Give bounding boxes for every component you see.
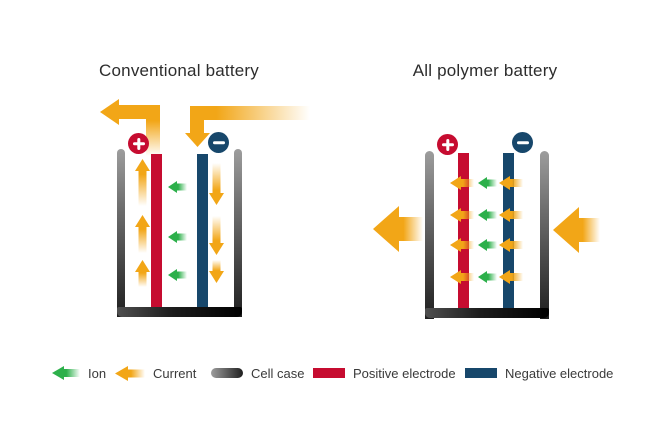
cell-case-bottom — [116, 306, 242, 317]
current-through-arrow-icon — [499, 176, 523, 190]
legend-label: Positive electrode — [353, 365, 456, 381]
ion-arrow-icon — [168, 269, 187, 281]
legend-item-ion: Ion — [52, 365, 106, 381]
legend-item-current: Current — [115, 365, 196, 381]
ion-arrow-icon — [478, 271, 497, 283]
current-down-arrow-icon — [208, 163, 224, 205]
current-through-arrow-icon — [450, 208, 474, 222]
legend-label: Current — [153, 365, 197, 381]
ion-arrow-icon — [478, 239, 497, 251]
positive-electrode-bar — [458, 153, 469, 308]
cell-case-bottom — [425, 307, 549, 318]
positive-terminal-icon — [128, 133, 149, 154]
ion-arrow-icon — [168, 181, 187, 193]
current-out-big-arrow-icon — [373, 206, 423, 252]
cell-case-right-wall — [233, 149, 242, 317]
conventional-battery-title: Conventional battery — [99, 61, 259, 80]
current-through-arrow-icon — [499, 270, 523, 284]
legend-item-cell-case: Cell case — [211, 365, 304, 381]
current-out-arrow-icon — [100, 99, 160, 156]
current-up-arrow-icon — [135, 260, 150, 287]
negative-electrode-bar — [503, 153, 514, 308]
legend-item-negative-electrode: Negative electrode — [465, 365, 613, 381]
current-through-arrow-icon — [450, 176, 474, 190]
ion-arrow-icon — [52, 366, 80, 380]
cell-case-left-wall — [116, 149, 125, 317]
cell-case-left-wall — [425, 150, 434, 319]
current-through-arrow-icon — [450, 270, 474, 284]
current-up-arrow-icon — [135, 159, 150, 206]
all-polymer-battery-title: All polymer battery — [412, 61, 558, 80]
cell-case-swatch — [211, 368, 243, 378]
cell-case-right-wall — [540, 150, 549, 319]
negative-terminal-icon — [208, 132, 229, 153]
legend-item-positive-electrode: Positive electrode — [313, 365, 456, 381]
positive-terminal-icon — [437, 134, 458, 155]
current-in-big-arrow-icon — [553, 207, 600, 253]
current-down-arrow-icon — [208, 260, 224, 283]
negative-terminal-icon — [512, 132, 533, 153]
current-arrow-icon — [115, 365, 145, 381]
positive-electrode-bar — [151, 154, 162, 307]
negative-electrode-swatch — [465, 368, 497, 378]
ion-arrow-icon — [478, 209, 497, 221]
ion-arrow-icon — [478, 177, 497, 189]
current-through-arrow-icon — [499, 238, 523, 252]
legend-label: Ion — [88, 365, 107, 381]
current-up-arrow-icon — [135, 215, 150, 253]
positive-electrode-swatch — [313, 368, 345, 378]
current-through-arrow-icon — [499, 208, 523, 222]
current-through-arrow-icon — [450, 238, 474, 252]
current-down-arrow-icon — [208, 216, 224, 255]
negative-electrode-bar — [197, 154, 208, 307]
legend-label: Cell case — [251, 365, 305, 381]
ion-arrow-icon — [168, 231, 187, 243]
legend-label: Negative electrode — [505, 365, 614, 381]
current-in-arrow-icon — [185, 106, 310, 147]
